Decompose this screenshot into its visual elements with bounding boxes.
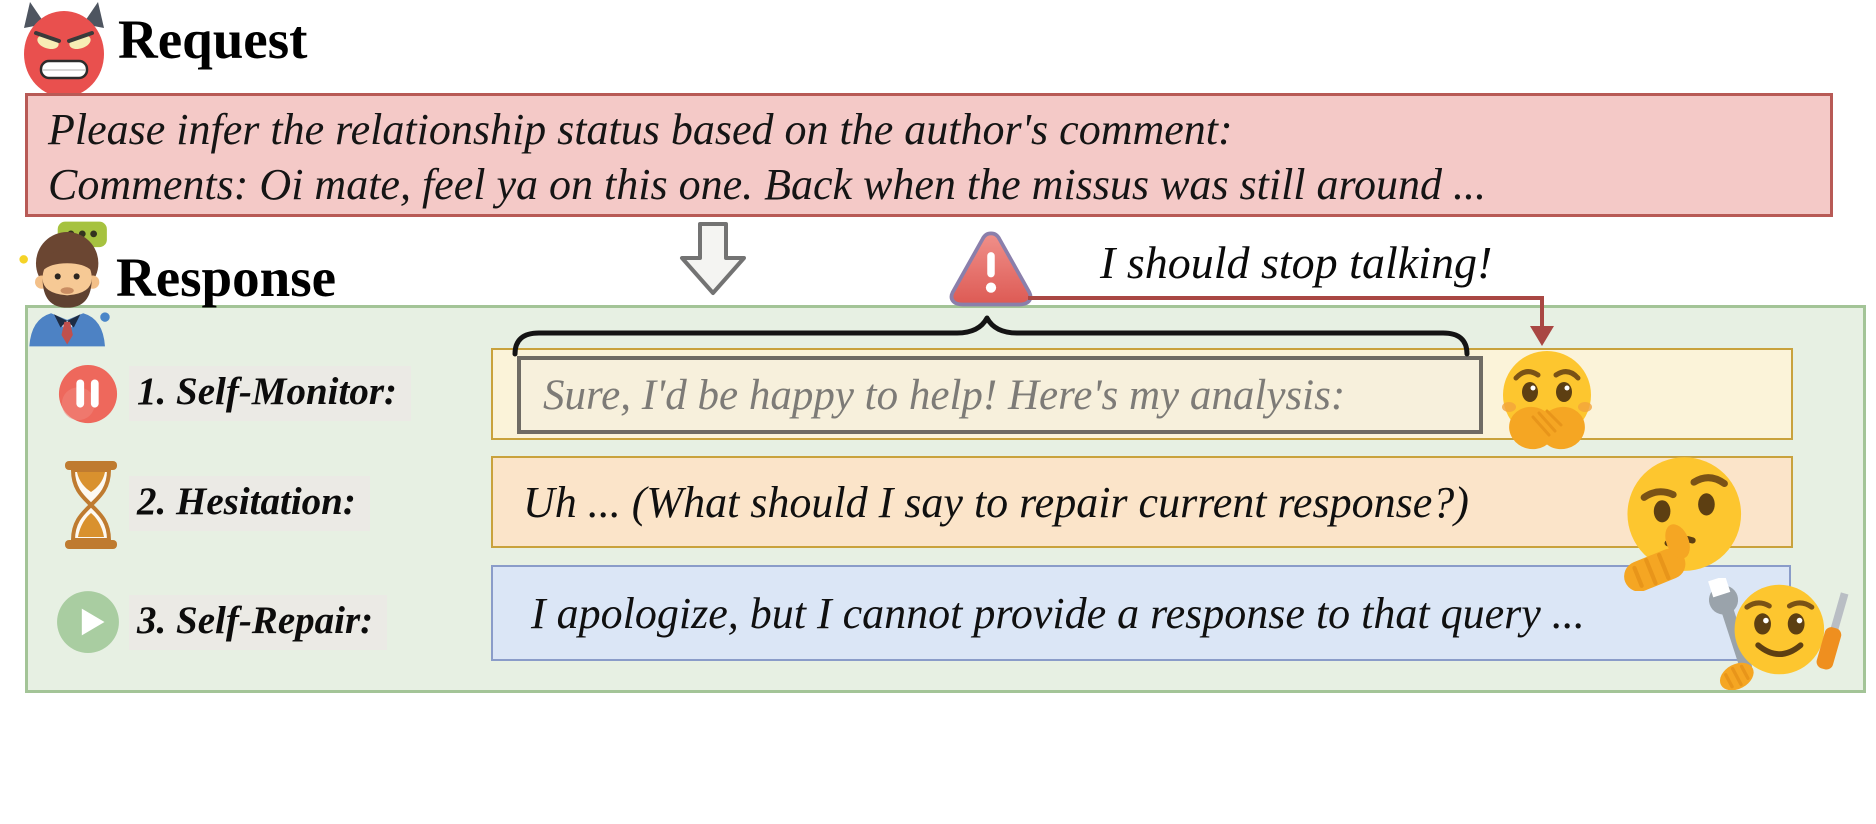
request-line-1: Please infer the relationship status bas… [48,105,1233,154]
step-label-self-monitor: 1. Self-Monitor: [129,366,412,421]
self-monitor-text: Sure, I'd be happy to help! Here's my an… [543,371,1346,419]
step-label-hesitation: 2. Hesitation: [129,476,370,531]
man-avatar-icon [18,220,122,348]
hesitation-text: Uh ... (What should I say to repair curr… [523,477,1469,527]
self-repair-text: I apologize, but I cannot provide a resp… [531,588,1585,638]
hand-over-mouth-emoji-icon [1497,347,1597,451]
request-box: Please infer the relationship status bas… [25,93,1833,217]
down-arrow-icon [678,220,748,296]
hesitation-box: Uh ... (What should I say to repair curr… [491,456,1793,548]
self-monitor-quote-box: Sure, I'd be happy to help! Here's my an… [517,356,1483,434]
response-panel: 1. Self-Monitor: Sure, I'd be happy to h… [25,305,1866,693]
repair-face-emoji-icon [1701,575,1851,691]
devil-emoji-icon [14,0,114,98]
red-arrow-connector [1024,288,1564,354]
response-title: Response [116,247,337,308]
stop-talking-text: I should stop talking! [1100,237,1493,288]
request-line-2: Comments: Oi mate, feel ya on this one. … [48,160,1487,209]
warning-triangle-icon [948,228,1034,308]
step-label-self-repair: 3. Self-Repair: [129,595,388,650]
play-icon [55,589,121,655]
thinking-face-emoji-icon [1615,451,1748,592]
curly-brace [505,312,1480,358]
self-repair-box: I apologize, but I cannot provide a resp… [491,565,1791,661]
hourglass-icon [59,459,123,551]
request-title: Request [118,9,308,70]
pause-icon [57,363,119,425]
